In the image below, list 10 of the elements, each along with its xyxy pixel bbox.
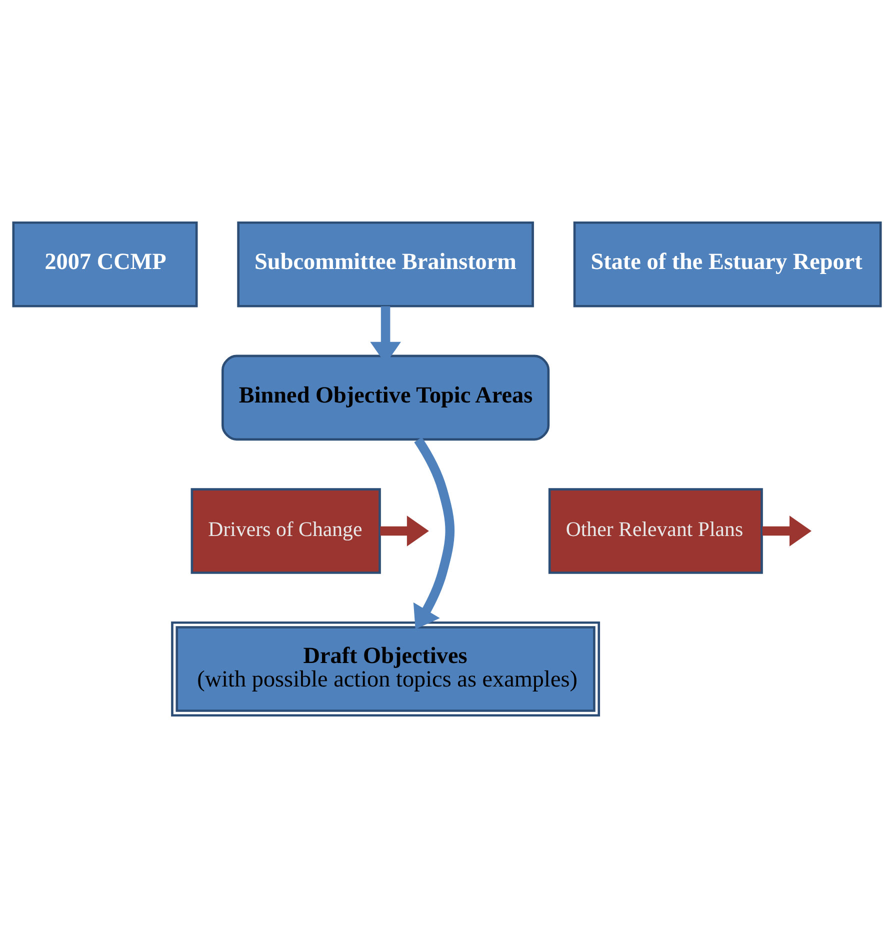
node-box: State of the Estuary Report — [573, 221, 882, 308]
node-box: Subcommittee Brainstorm — [237, 221, 534, 308]
node-box: Binned Objective Topic Areas — [222, 354, 550, 441]
node-box: Other Relevant Plans — [548, 488, 763, 574]
arrow — [762, 516, 812, 546]
arrow — [380, 516, 429, 546]
node-box: 2007 CCMP — [12, 221, 198, 308]
node-box: Draft Objectives (with possible action topics as examples) — [171, 621, 600, 717]
arrow — [413, 437, 455, 630]
node-box: Drivers of Change — [190, 488, 381, 574]
